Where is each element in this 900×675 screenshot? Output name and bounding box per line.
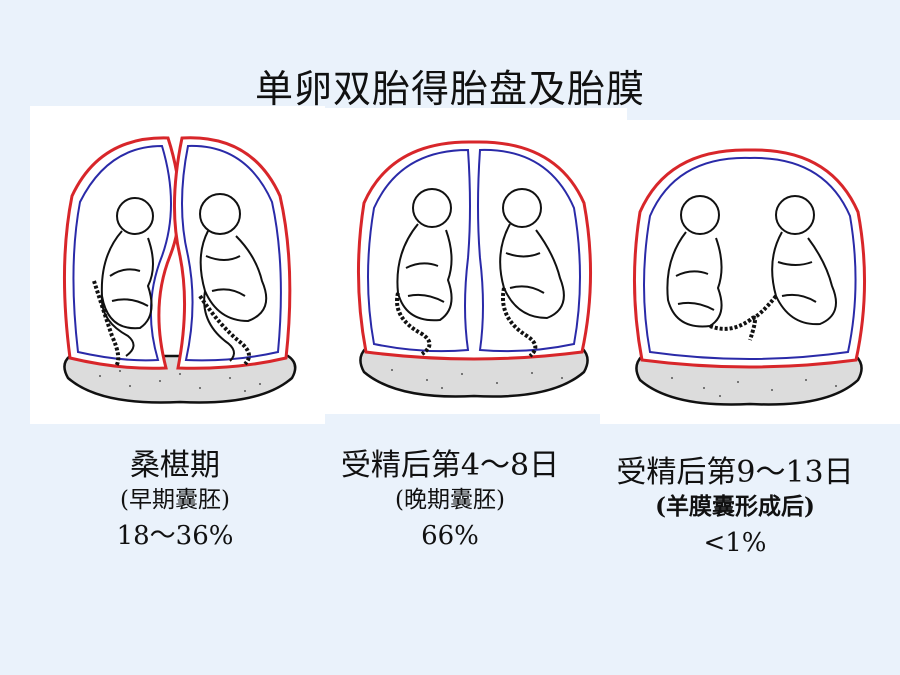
caption-percentage: 66%: [421, 521, 479, 551]
illustration-morula: [30, 106, 325, 424]
twin-diagram-monochorionic-diamniotic: [356, 140, 593, 398]
caption-substage: (早期囊胚): [120, 487, 230, 513]
caption-stage: 受精后第9～13日: [616, 455, 854, 490]
chorion-shared: [356, 140, 593, 361]
placenta: [635, 354, 863, 406]
fetus-left: [666, 195, 757, 341]
illustration-after-amnion: [600, 120, 900, 424]
amnion-left: [367, 148, 471, 353]
caption-group-3: 受精后第9～13日 (羊膜囊形成后) <1%: [590, 455, 880, 563]
amnion-left: [72, 144, 172, 362]
caption-percentage: <1%: [703, 528, 767, 558]
amnion-right: [477, 148, 581, 353]
twin-diagram-dichorionic: [62, 136, 297, 404]
fetus-left: [92, 197, 154, 368]
caption-percentage: 18～36%: [116, 521, 234, 551]
caption-stage: 受精后第4～8日: [340, 448, 560, 483]
fetus-right: [749, 195, 837, 326]
amnion-right: [181, 144, 282, 362]
caption-group-2: 受精后第4～8日 (晚期囊胚) 66%: [320, 448, 580, 556]
caption-group-1: 桑椹期 (早期囊胚) 18～36%: [60, 448, 290, 556]
placenta: [359, 346, 589, 398]
chorion-right: [172, 136, 292, 370]
fetus-left: [395, 188, 453, 356]
slide-title: 单卵双胎得胎盘及胎膜: [254, 67, 645, 111]
fetus-right: [499, 188, 565, 358]
fetus-right: [198, 193, 268, 366]
amnion-shared: [643, 156, 857, 360]
caption-stage: 桑椹期: [130, 448, 220, 483]
caption-substage: (羊膜囊形成后): [655, 493, 815, 520]
illustration-late-blastocyst: [322, 108, 627, 414]
caption-substage: (晚期囊胚): [395, 487, 505, 513]
chorion-shared: [632, 148, 867, 369]
twin-diagram-monoamniotic: [632, 148, 867, 406]
